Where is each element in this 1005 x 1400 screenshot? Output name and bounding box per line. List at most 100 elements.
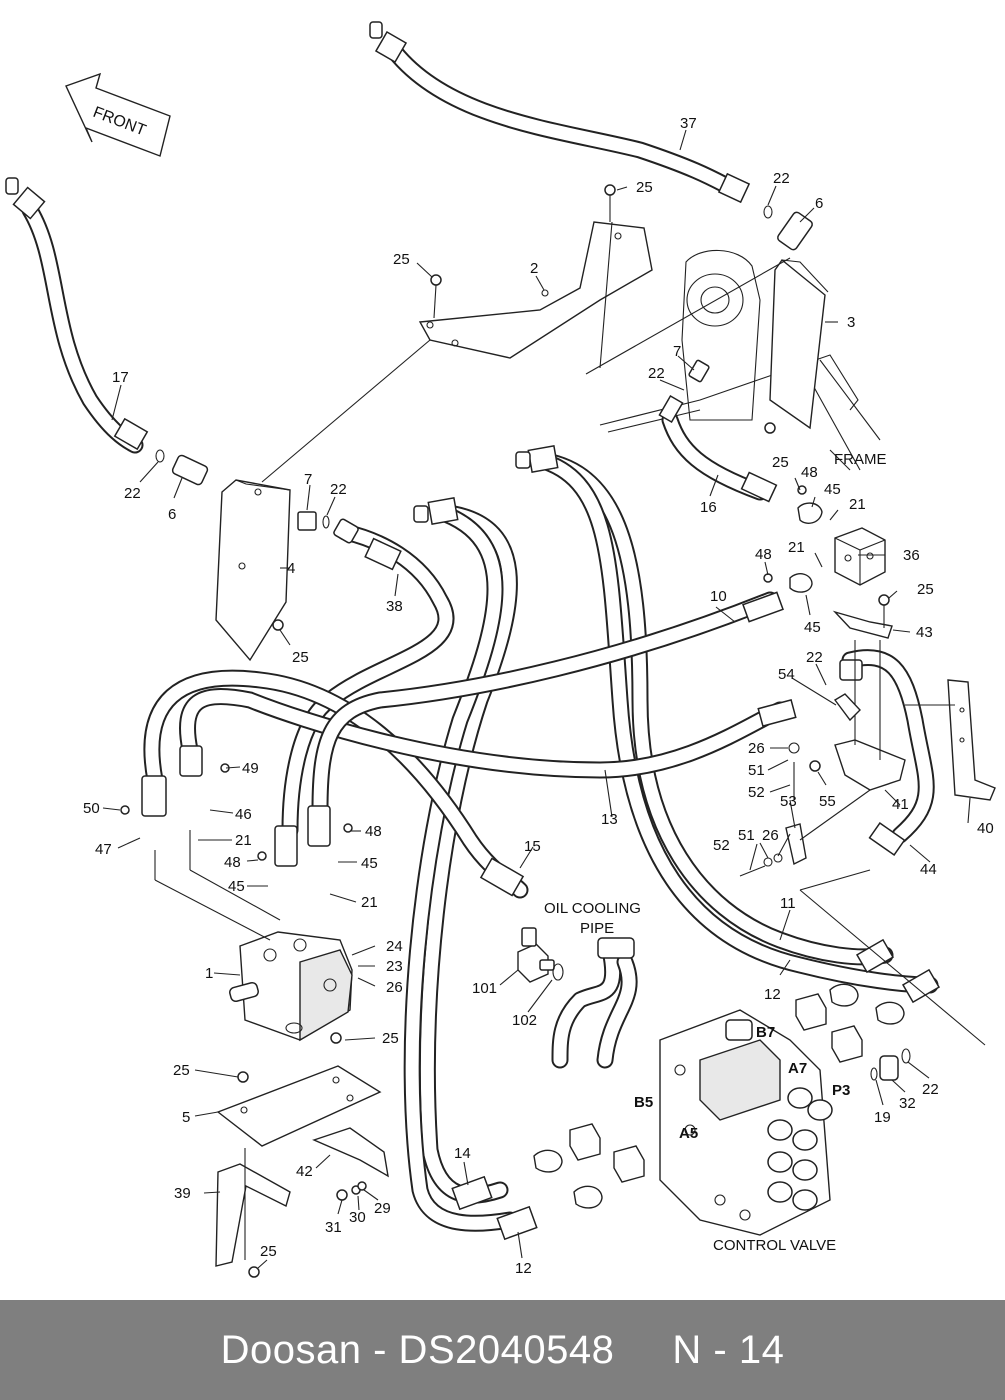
hose-fittings: [141, 394, 906, 1241]
part-label: 48: [365, 823, 382, 840]
part-label: 101: [472, 980, 497, 997]
part-label: 45: [824, 481, 841, 498]
fitting-6-left: [155, 449, 209, 486]
oil-cooling-callout: PIPE: [580, 920, 614, 937]
part-label: 50: [83, 800, 100, 817]
part-label: 26: [386, 979, 403, 996]
leader-lines: [102, 129, 986, 1269]
port-labels: B7 A7 P3 B5 A5: [634, 1024, 850, 1142]
part-label: 32: [899, 1095, 916, 1112]
footer-text: Doosan - DS2040548 N - 14: [220, 1327, 785, 1372]
part-label: 22: [124, 485, 141, 502]
part-label: 10: [710, 588, 727, 605]
part-label: 5: [182, 1109, 190, 1126]
port-label-b5: B5: [634, 1094, 653, 1111]
valve-hose-ends: [855, 938, 941, 1004]
fitting-6-right: [763, 205, 813, 251]
nut-7-mid: [297, 359, 710, 531]
bracket-40: [947, 679, 996, 801]
port-label-a5: A5: [679, 1125, 698, 1142]
part-label: 52: [748, 784, 765, 801]
part-label: 12: [515, 1260, 532, 1277]
part-label: 7: [304, 471, 312, 488]
part-label: 45: [228, 878, 245, 895]
part-label: 21: [849, 496, 866, 513]
part-label: 21: [235, 832, 252, 849]
part-label: 55: [819, 793, 836, 810]
bracket-4: [215, 479, 291, 662]
part-label: 45: [361, 855, 378, 872]
bracket-2: [418, 221, 653, 359]
control-valve-callout: CONTROL VALVE: [713, 1237, 836, 1254]
hose-17: [5, 177, 149, 454]
port-label-p3: P3: [832, 1082, 850, 1099]
part-label: 21: [788, 539, 805, 556]
bracket-42: [312, 1127, 389, 1178]
parts-diagram: FRONT: [5, 21, 996, 1278]
port-label-b7: B7: [756, 1024, 775, 1041]
hose-bundle: [143, 411, 939, 1232]
control-valve: [659, 1009, 833, 1236]
part-label: 42: [296, 1163, 313, 1180]
valve-1: [229, 931, 353, 1042]
part-label: 25: [292, 649, 309, 666]
front-arrow-icon: FRONT: [65, 72, 171, 157]
part-label: 22: [773, 170, 790, 187]
part-label: 25: [382, 1030, 399, 1047]
oil-cooling-pipe: [551, 937, 638, 1069]
part-label: 25: [393, 251, 410, 268]
part-label: 21: [361, 894, 378, 911]
part-label: 25: [917, 581, 934, 598]
part-label: 22: [330, 481, 347, 498]
part-label: 26: [762, 827, 779, 844]
bolts: [120, 184, 890, 1278]
part-label: 25: [173, 1062, 190, 1079]
spool-caps: [767, 1087, 833, 1211]
part-label: 48: [224, 854, 241, 871]
part-label: 46: [235, 806, 252, 823]
part-label: 1: [205, 965, 213, 982]
part-label: 47: [95, 841, 112, 858]
part-label: 41: [892, 796, 909, 813]
part-label: 49: [242, 760, 259, 777]
part-label: 14: [454, 1145, 471, 1162]
part-label: 40: [977, 820, 994, 837]
part-label: 44: [920, 861, 937, 878]
part-label: 45: [804, 619, 821, 636]
part-label: 37: [680, 115, 697, 132]
part-label: 22: [648, 365, 665, 382]
part-label: 39: [174, 1185, 191, 1202]
part-label: 22: [922, 1081, 939, 1098]
part-label: 16: [700, 499, 717, 516]
part-label: 30: [349, 1209, 366, 1226]
bracket-43: [832, 610, 893, 639]
part-label: 102: [512, 1012, 537, 1029]
hose-37: [369, 21, 751, 204]
part-label: 15: [524, 838, 541, 855]
part-label: 3: [847, 314, 855, 331]
part-label: 17: [112, 369, 129, 386]
part-label: 31: [325, 1219, 342, 1236]
oil-cooling-callout: OIL COOLING: [544, 900, 641, 917]
part-label: 25: [260, 1243, 277, 1260]
bracket-41: [834, 640, 906, 791]
plate-5: [216, 1065, 382, 1147]
part-label: 25: [772, 454, 789, 471]
part-label: 43: [916, 624, 933, 641]
part-label: 24: [386, 938, 403, 955]
part-label: 4: [287, 560, 295, 577]
part-label: 38: [386, 598, 403, 615]
part-label: 48: [755, 546, 772, 563]
part-label: 52: [713, 837, 730, 854]
frame-structure: [599, 249, 881, 471]
bracket-3: [769, 258, 829, 430]
part-label: 7: [673, 343, 681, 360]
frame-callout: FRAME: [834, 451, 887, 468]
part-label: 51: [748, 762, 765, 779]
footer-bar: Doosan - DS2040548 N - 14: [0, 1300, 1005, 1400]
part-label: 36: [903, 547, 920, 564]
part-numbers: 37 22 6 3 2 25 25 17 22 6 7 22 38 4 25 7…: [83, 115, 994, 1277]
part-label: 22: [806, 649, 823, 666]
fitting-101: [517, 927, 564, 983]
part-label: 12: [764, 986, 781, 1003]
